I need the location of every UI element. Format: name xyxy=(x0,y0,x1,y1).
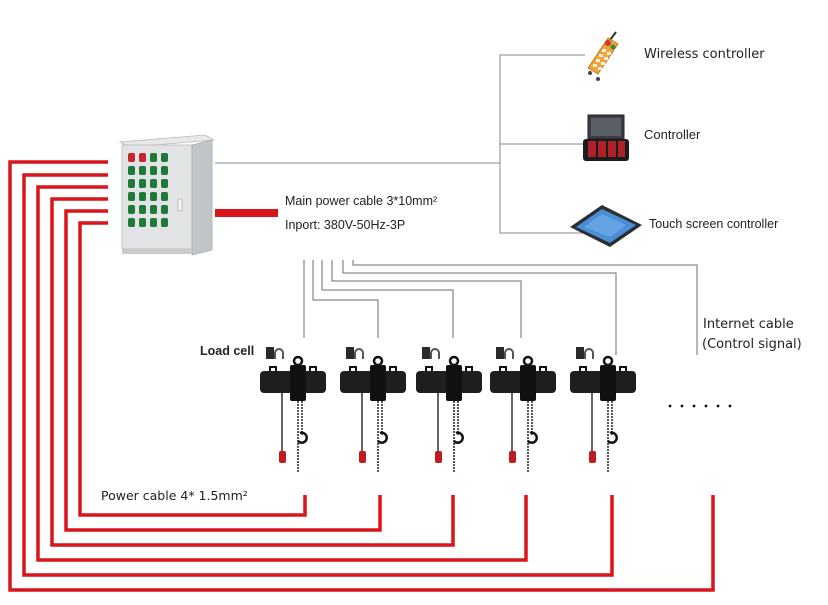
cabinet-button xyxy=(161,166,168,175)
internet-cable-label: Internet cable xyxy=(703,317,794,332)
cabinet-button xyxy=(161,205,168,214)
shackle-icon xyxy=(584,348,594,359)
hook-icon xyxy=(297,431,308,444)
cabinet-button xyxy=(150,192,157,201)
load-cell-icon xyxy=(496,347,504,359)
shackle-icon xyxy=(354,348,364,359)
pendant-control-icon xyxy=(359,451,366,463)
hook-icon xyxy=(607,431,618,444)
cabinet-button xyxy=(139,166,146,175)
chain-hoist-icon xyxy=(570,347,636,473)
main-power-cable xyxy=(215,209,278,217)
cabinet-button xyxy=(161,153,168,162)
pendant-control-icon xyxy=(279,451,286,463)
control-signal-label: (Control signal) xyxy=(702,337,802,352)
cabinet-button xyxy=(139,218,146,227)
continuation-dot xyxy=(680,404,684,408)
control-signal-line xyxy=(312,260,379,338)
touch-screen-controller-label: Touch screen controller xyxy=(649,217,779,231)
continuation-dots xyxy=(668,404,732,408)
shackle-icon xyxy=(430,348,440,359)
hook-icon xyxy=(527,431,538,444)
controller-case-icon xyxy=(583,114,629,161)
continuation-dot xyxy=(728,404,732,408)
pendant-control-icon xyxy=(589,451,596,463)
control-cables xyxy=(215,54,698,355)
cabinet-button xyxy=(139,153,146,162)
main-power-label: Main power cable 3*10mm² xyxy=(285,194,438,208)
load-cell-icon xyxy=(266,347,274,359)
cabinet-button xyxy=(139,205,146,214)
cabinet-button xyxy=(139,179,146,188)
cabinet-button xyxy=(161,192,168,201)
power-cable-line xyxy=(8,160,715,592)
cabinet-button xyxy=(161,218,168,227)
chain-hoist-icon xyxy=(340,347,406,473)
load-cell-icon xyxy=(346,347,354,359)
chain-hoist-icon xyxy=(260,347,326,473)
power-cable-line xyxy=(36,185,528,562)
power-cable-line xyxy=(64,209,382,532)
power-cable-label: Power cable 4* 1.5mm² xyxy=(101,488,248,503)
cabinet-button xyxy=(128,153,135,162)
load-cell-icon xyxy=(576,347,584,359)
continuation-dot xyxy=(692,404,696,408)
shackle-icon xyxy=(504,348,514,359)
hook-icon xyxy=(453,431,464,444)
continuation-dot xyxy=(704,404,708,408)
tablet-icon xyxy=(570,205,642,247)
cabinet-button xyxy=(150,179,157,188)
power-cable-line xyxy=(78,221,307,517)
shackle-icon xyxy=(274,348,284,359)
wireless-remote-icon xyxy=(587,31,619,81)
cabinet-button xyxy=(139,192,146,201)
cabinet-button xyxy=(150,166,157,175)
cabinet-button xyxy=(128,205,135,214)
continuation-dot xyxy=(668,404,672,408)
power-cable-line xyxy=(50,197,455,547)
cabinet-button xyxy=(128,166,135,175)
cabinet-button xyxy=(161,179,168,188)
cabinet-button xyxy=(128,192,135,201)
load-cell-icon xyxy=(422,347,430,359)
controller-label: Controller xyxy=(644,127,701,142)
cabinet-button xyxy=(150,205,157,214)
power-cables xyxy=(8,160,715,592)
cabinet-button xyxy=(150,218,157,227)
pendant-control-icon xyxy=(435,451,442,463)
wireless-controller-label: Wireless controller xyxy=(644,47,765,62)
pendant-control-icon xyxy=(509,451,516,463)
power-cable-line xyxy=(22,173,614,577)
hook-icon xyxy=(377,431,388,444)
hoists xyxy=(260,347,636,473)
cabinet-button xyxy=(128,179,135,188)
load-cell-label: Load cell xyxy=(200,344,255,358)
control-signal-line xyxy=(342,260,617,355)
input-voltage-label: Inport: 380V-50Hz-3P xyxy=(285,218,406,232)
control-cabinet-icon xyxy=(118,134,216,256)
control-signal-line xyxy=(352,260,698,355)
continuation-dot xyxy=(716,404,720,408)
cabinet-button xyxy=(128,218,135,227)
cabinet-button xyxy=(150,153,157,162)
chain-hoist-icon xyxy=(416,347,482,473)
chain-hoist-icon xyxy=(490,347,556,473)
control-signal-line xyxy=(331,260,522,338)
control-signal-line xyxy=(321,260,454,338)
